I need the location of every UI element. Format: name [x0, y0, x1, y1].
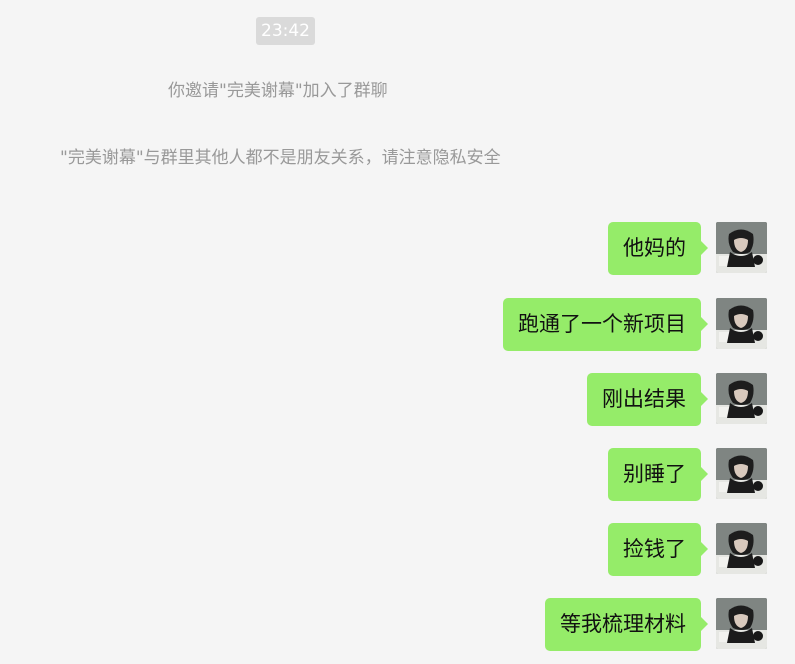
user-avatar-icon[interactable]: [716, 598, 767, 649]
message-row: 刚出结果: [587, 373, 767, 426]
message-row: 等我梳理材料: [545, 598, 767, 651]
message-row: 他妈的: [608, 222, 767, 275]
user-avatar-icon[interactable]: [716, 523, 767, 574]
message-bubble[interactable]: 跑通了一个新项目: [503, 298, 708, 351]
user-avatar-icon[interactable]: [716, 298, 767, 349]
message-bubble[interactable]: 别睡了: [608, 448, 708, 501]
user-avatar-icon[interactable]: [716, 222, 767, 273]
message-bubble[interactable]: 他妈的: [608, 222, 708, 275]
message-bubble[interactable]: 捡钱了: [608, 523, 708, 576]
system-message-invite: 你邀请"完美谢幕"加入了群聊: [168, 81, 388, 101]
message-row: 别睡了: [608, 448, 767, 501]
message-row: 跑通了一个新项目: [503, 298, 767, 351]
timestamp: 23:42: [256, 17, 315, 45]
user-avatar-icon[interactable]: [716, 448, 767, 499]
system-message-privacy-warning: "完美谢幕"与群里其他人都不是朋友关系，请注意隐私安全: [60, 148, 501, 168]
message-bubble[interactable]: 等我梳理材料: [545, 598, 708, 651]
user-avatar-icon[interactable]: [716, 373, 767, 424]
message-row: 捡钱了: [608, 523, 767, 576]
message-bubble[interactable]: 刚出结果: [587, 373, 708, 426]
